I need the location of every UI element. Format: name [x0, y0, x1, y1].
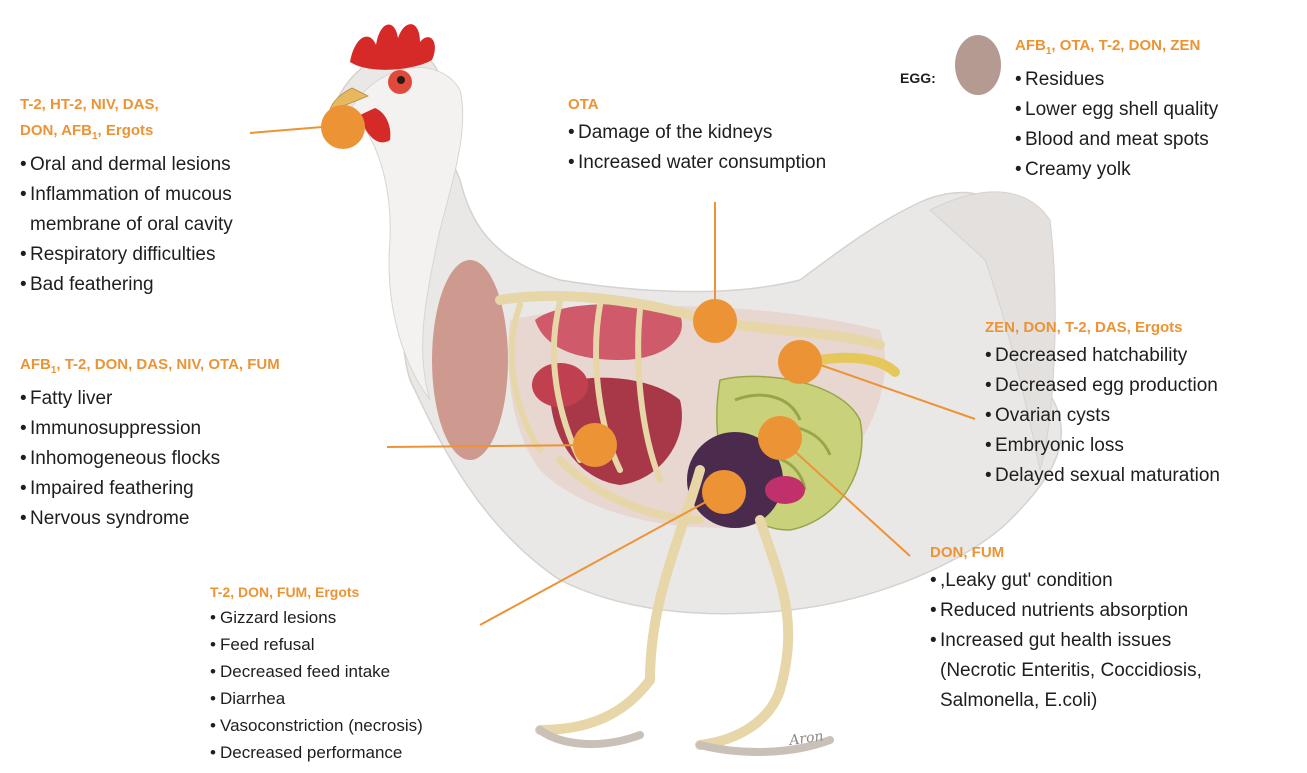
mycotoxin-group-reproductive: ZEN, DON, T-2, DAS, Ergots •Decreased ha… [985, 315, 1220, 491]
mycotoxin-group-gizzard: T-2, DON, FUM, Ergots •Gizzard lesions •… [210, 580, 423, 766]
effect-item: •Impaired feathering [20, 474, 280, 504]
group-title-kidney: OTA [568, 92, 826, 118]
marker-dot-gut [758, 416, 802, 460]
group-title-gut: DON, FUM [930, 540, 1202, 566]
title-afb: DON, AFB [20, 122, 92, 139]
effect-item-continued: Salmonella, E.coli) [930, 686, 1202, 716]
mycotoxin-group-egg: AFB1, OTA, T-2, DON, ZEN •Residues •Lowe… [1015, 33, 1218, 185]
group-title-gizzard: T-2, DON, FUM, Ergots [210, 580, 423, 604]
effect-item: •Creamy yolk [1015, 155, 1218, 185]
leader-line-head [250, 127, 322, 133]
effect-item: •Oral and dermal lesions [20, 150, 233, 180]
effect-item: •Ovarian cysts [985, 401, 1220, 431]
marker-dot-head [321, 105, 365, 149]
effect-item: •Reduced nutrients absorption [930, 596, 1202, 626]
mycotoxin-group-gut: DON, FUM •,Leaky gut' condition •Reduced… [930, 540, 1202, 716]
marker-dot-liver [573, 423, 617, 467]
effect-item: •Decreased hatchability [985, 341, 1220, 371]
effects-list-gut: •,Leaky gut' condition •Reduced nutrient… [930, 566, 1202, 716]
effect-item: •Bad feathering [20, 270, 233, 300]
chicken-eye [397, 76, 405, 84]
effects-list-head: •Oral and dermal lesions •Inflammation o… [20, 150, 233, 300]
effect-item: •Increased gut health issues [930, 626, 1202, 656]
effect-item-continued: membrane of oral cavity [20, 210, 233, 240]
effects-list-kidney: •Damage of the kidneys •Increased water … [568, 118, 826, 178]
effects-list-egg: •Residues •Lower egg shell quality •Bloo… [1015, 65, 1218, 185]
effect-item: •Gizzard lesions [210, 604, 423, 631]
chicken-feet [540, 730, 830, 752]
group-title-egg: AFB1, OTA, T-2, DON, ZEN [1015, 33, 1218, 65]
mycotoxin-group-head: T-2, HT-2, NIV, DAS, DON, AFB1, Ergots •… [20, 92, 233, 300]
egg-icon [955, 35, 1001, 95]
effects-list-gizzard: •Gizzard lesions •Feed refusal •Decrease… [210, 604, 423, 766]
effect-item: •Inhomogeneous flocks [20, 444, 280, 474]
effects-list-reproductive: •Decreased hatchability •Decreased egg p… [985, 341, 1220, 491]
effect-item: •Nervous syndrome [20, 504, 280, 534]
group-title-reproductive: ZEN, DON, T-2, DAS, Ergots [985, 315, 1220, 341]
effect-item: •Delayed sexual maturation [985, 461, 1220, 491]
spleen-organ [765, 476, 805, 504]
effect-item: •,Leaky gut' condition [930, 566, 1202, 596]
mycotoxin-group-kidney: OTA •Damage of the kidneys •Increased wa… [568, 92, 826, 178]
marker-dot-gizzard [702, 470, 746, 514]
chicken-comb [350, 24, 435, 70]
mycotoxin-group-liver: AFB1, T-2, DON, DAS, NIV, OTA, FUM •Fatt… [20, 352, 280, 534]
effect-item: •Decreased performance [210, 739, 423, 766]
effect-item: •Inflammation of mucous [20, 180, 233, 210]
effect-item: •Decreased egg production [985, 371, 1220, 401]
effect-item: •Respiratory difficulties [20, 240, 233, 270]
effect-item: •Decreased feed intake [210, 658, 423, 685]
title-rest: , Ergots [98, 122, 154, 139]
group-title-head: T-2, HT-2, NIV, DAS, DON, AFB1, Ergots [20, 92, 233, 150]
group-title-liver: AFB1, T-2, DON, DAS, NIV, OTA, FUM [20, 352, 280, 384]
marker-dot-kidney [693, 299, 737, 343]
effect-item: •Damage of the kidneys [568, 118, 826, 148]
marker-dot-reproductive [778, 340, 822, 384]
effect-item: •Vasoconstriction (necrosis) [210, 712, 423, 739]
effect-item: •Diarrhea [210, 685, 423, 712]
crop-organ [432, 260, 508, 460]
effect-item: •Lower egg shell quality [1015, 95, 1218, 125]
effect-item: •Residues [1015, 65, 1218, 95]
egg-label: EGG: [900, 70, 936, 86]
title-line-1: T-2, HT-2, NIV, DAS, [20, 96, 159, 113]
effect-item: •Fatty liver [20, 384, 280, 414]
effect-item-continued: (Necrotic Enteritis, Coccidiosis, [930, 656, 1202, 686]
effect-item: •Feed refusal [210, 631, 423, 658]
effects-list-liver: •Fatty liver •Immunosuppression •Inhomog… [20, 384, 280, 534]
effect-item: •Immunosuppression [20, 414, 280, 444]
effect-item: •Blood and meat spots [1015, 125, 1218, 155]
effect-item: •Embryonic loss [985, 431, 1220, 461]
effect-item: •Increased water consumption [568, 148, 826, 178]
